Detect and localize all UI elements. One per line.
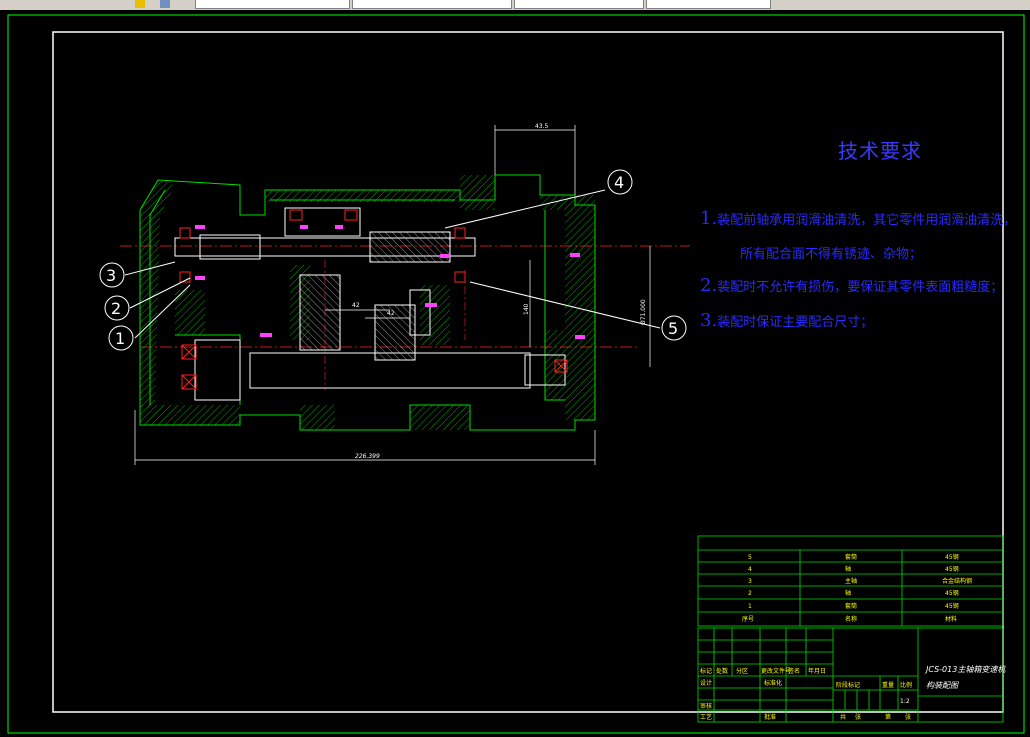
req-1b: 所有配合面不得有锈迹、杂物； (740, 243, 922, 262)
balloon-5 (661, 315, 687, 341)
req-1: 1.装配前轴承用润滑油清洗，其它零件用润滑油清洗， (700, 208, 1016, 229)
req-1-num: 1. (700, 208, 718, 229)
svg-text:标准化: 标准化 (764, 679, 782, 687)
svg-text:合金结构钢: 合金结构钢 (942, 577, 972, 585)
balloon-2-label: 2 (111, 299, 121, 318)
svg-text:轴: 轴 (845, 589, 851, 597)
svg-text:4: 4 (748, 566, 752, 573)
svg-text:3: 3 (748, 578, 752, 585)
svg-text:2: 2 (748, 590, 752, 597)
parts-list-text: 5 套筒 45钢 4 轴 45钢 3 主轴 合金结构钢 2 轴 45钢 1 套筒… (742, 553, 972, 623)
svg-text:批准: 批准 (764, 713, 776, 721)
req-2-text: 装配时不允许有损伤，要保证其零件表面粗糙度； (717, 280, 1004, 295)
dim-d1: 42 (352, 302, 360, 309)
svg-text:第: 第 (885, 713, 891, 721)
drawing-canvas[interactable]: 43.5 226.399 42 42 140 Ø71.000 1 2 3 4 5… (0, 10, 1030, 737)
req-2: 2.装配时不允许有损伤，要保证其零件表面粗糙度； (700, 275, 1003, 296)
svg-text:重量: 重量 (882, 681, 894, 689)
drawing-svg: 43.5 226.399 42 42 140 Ø71.000 1 2 3 4 5… (7, 14, 1025, 734)
dim-d2: 42 (387, 310, 395, 317)
balloon-4-label: 4 (614, 173, 624, 192)
svg-text:阶段标记: 阶段标记 (836, 681, 860, 689)
req-1-text: 装配前轴承用润滑油清洗，其它零件用润滑油清洗， (717, 213, 1017, 228)
svg-text:处数: 处数 (716, 667, 728, 675)
bearings (179, 209, 568, 390)
svg-text:45钢: 45钢 (945, 589, 959, 597)
svg-text:1: 1 (748, 603, 752, 610)
svg-text:年月日: 年月日 (808, 667, 826, 675)
svg-text:比例: 比例 (900, 681, 912, 689)
tab-layout-2[interactable] (352, 0, 512, 9)
req-1b-text: 所有配合面不得有锈迹、杂物； (740, 247, 923, 262)
svg-text:45钢: 45钢 (945, 602, 959, 610)
balloon-1 (108, 325, 134, 351)
tab-layout-1[interactable] (195, 0, 350, 9)
req-3-num: 3. (700, 310, 718, 331)
svg-text:设计: 设计 (700, 679, 712, 687)
drawing-name-line2: 构装配图 (926, 681, 959, 690)
svg-text:材料: 材料 (945, 615, 957, 623)
balloon-2 (104, 295, 130, 321)
balloon-leaders (124, 189, 661, 339)
svg-text:套筒: 套筒 (845, 602, 857, 610)
keys (195, 225, 585, 339)
svg-text:张: 张 (905, 713, 911, 721)
balloon-3 (99, 262, 125, 288)
svg-text:5: 5 (748, 554, 752, 561)
balloon-4 (607, 169, 633, 195)
svg-text:审核: 审核 (700, 702, 712, 710)
shafts (174, 207, 566, 401)
svg-text:工艺: 工艺 (700, 713, 712, 721)
tab-layout-3[interactable] (514, 0, 644, 9)
toolbar-icon-2[interactable] (160, 0, 170, 8)
housing (139, 174, 596, 431)
svg-text:张: 张 (855, 713, 861, 721)
parts-list-grid (697, 535, 1004, 627)
svg-text:共: 共 (840, 713, 846, 721)
dimension-lines (134, 125, 651, 465)
svg-text:名称: 名称 (845, 615, 857, 623)
svg-text:主轴: 主轴 (845, 577, 857, 585)
scale-value: 1:2 (900, 698, 910, 705)
svg-text:序号: 序号 (742, 615, 754, 623)
svg-text:轴: 轴 (845, 565, 851, 573)
svg-text:更改文件号: 更改文件号 (761, 667, 791, 675)
dim-d3: 140 (523, 303, 530, 315)
svg-text:签名: 签名 (788, 667, 800, 675)
svg-text:分区: 分区 (736, 667, 748, 675)
req-3: 3.装配时保证主要配合尺寸； (700, 310, 873, 331)
req-3-text: 装配时保证主要配合尺寸； (717, 315, 874, 330)
dim-d4: Ø71.000 (640, 299, 647, 325)
tech-title: 技术要求 (838, 139, 922, 163)
svg-text:套筒: 套筒 (845, 553, 857, 561)
dim-top: 43.5 (535, 123, 549, 130)
inner-frame (52, 31, 1004, 713)
balloon-3-label: 3 (106, 266, 116, 285)
outer-frame (7, 14, 1025, 734)
svg-text:45钢: 45钢 (945, 553, 959, 561)
toolbar-icon[interactable] (135, 0, 145, 8)
housing-hatch (140, 175, 595, 430)
req-2-num: 2. (700, 275, 718, 296)
drawing-name-line1: JCS-013主轴箱变速机 (924, 665, 1006, 674)
balloon-1-label: 1 (115, 329, 125, 348)
dim-total: 226.399 (355, 453, 380, 460)
svg-text:标记: 标记 (700, 667, 712, 675)
balloon-5-label: 5 (668, 319, 678, 338)
tab-layout-4[interactable] (646, 0, 771, 9)
title-block-grid (697, 627, 1004, 723)
title-block-labels: 标记 处数 分区 更改文件号 签名 年月日 设计 标准化 审核 工艺 批准 阶段… (700, 667, 912, 721)
svg-text:45钢: 45钢 (945, 565, 959, 573)
